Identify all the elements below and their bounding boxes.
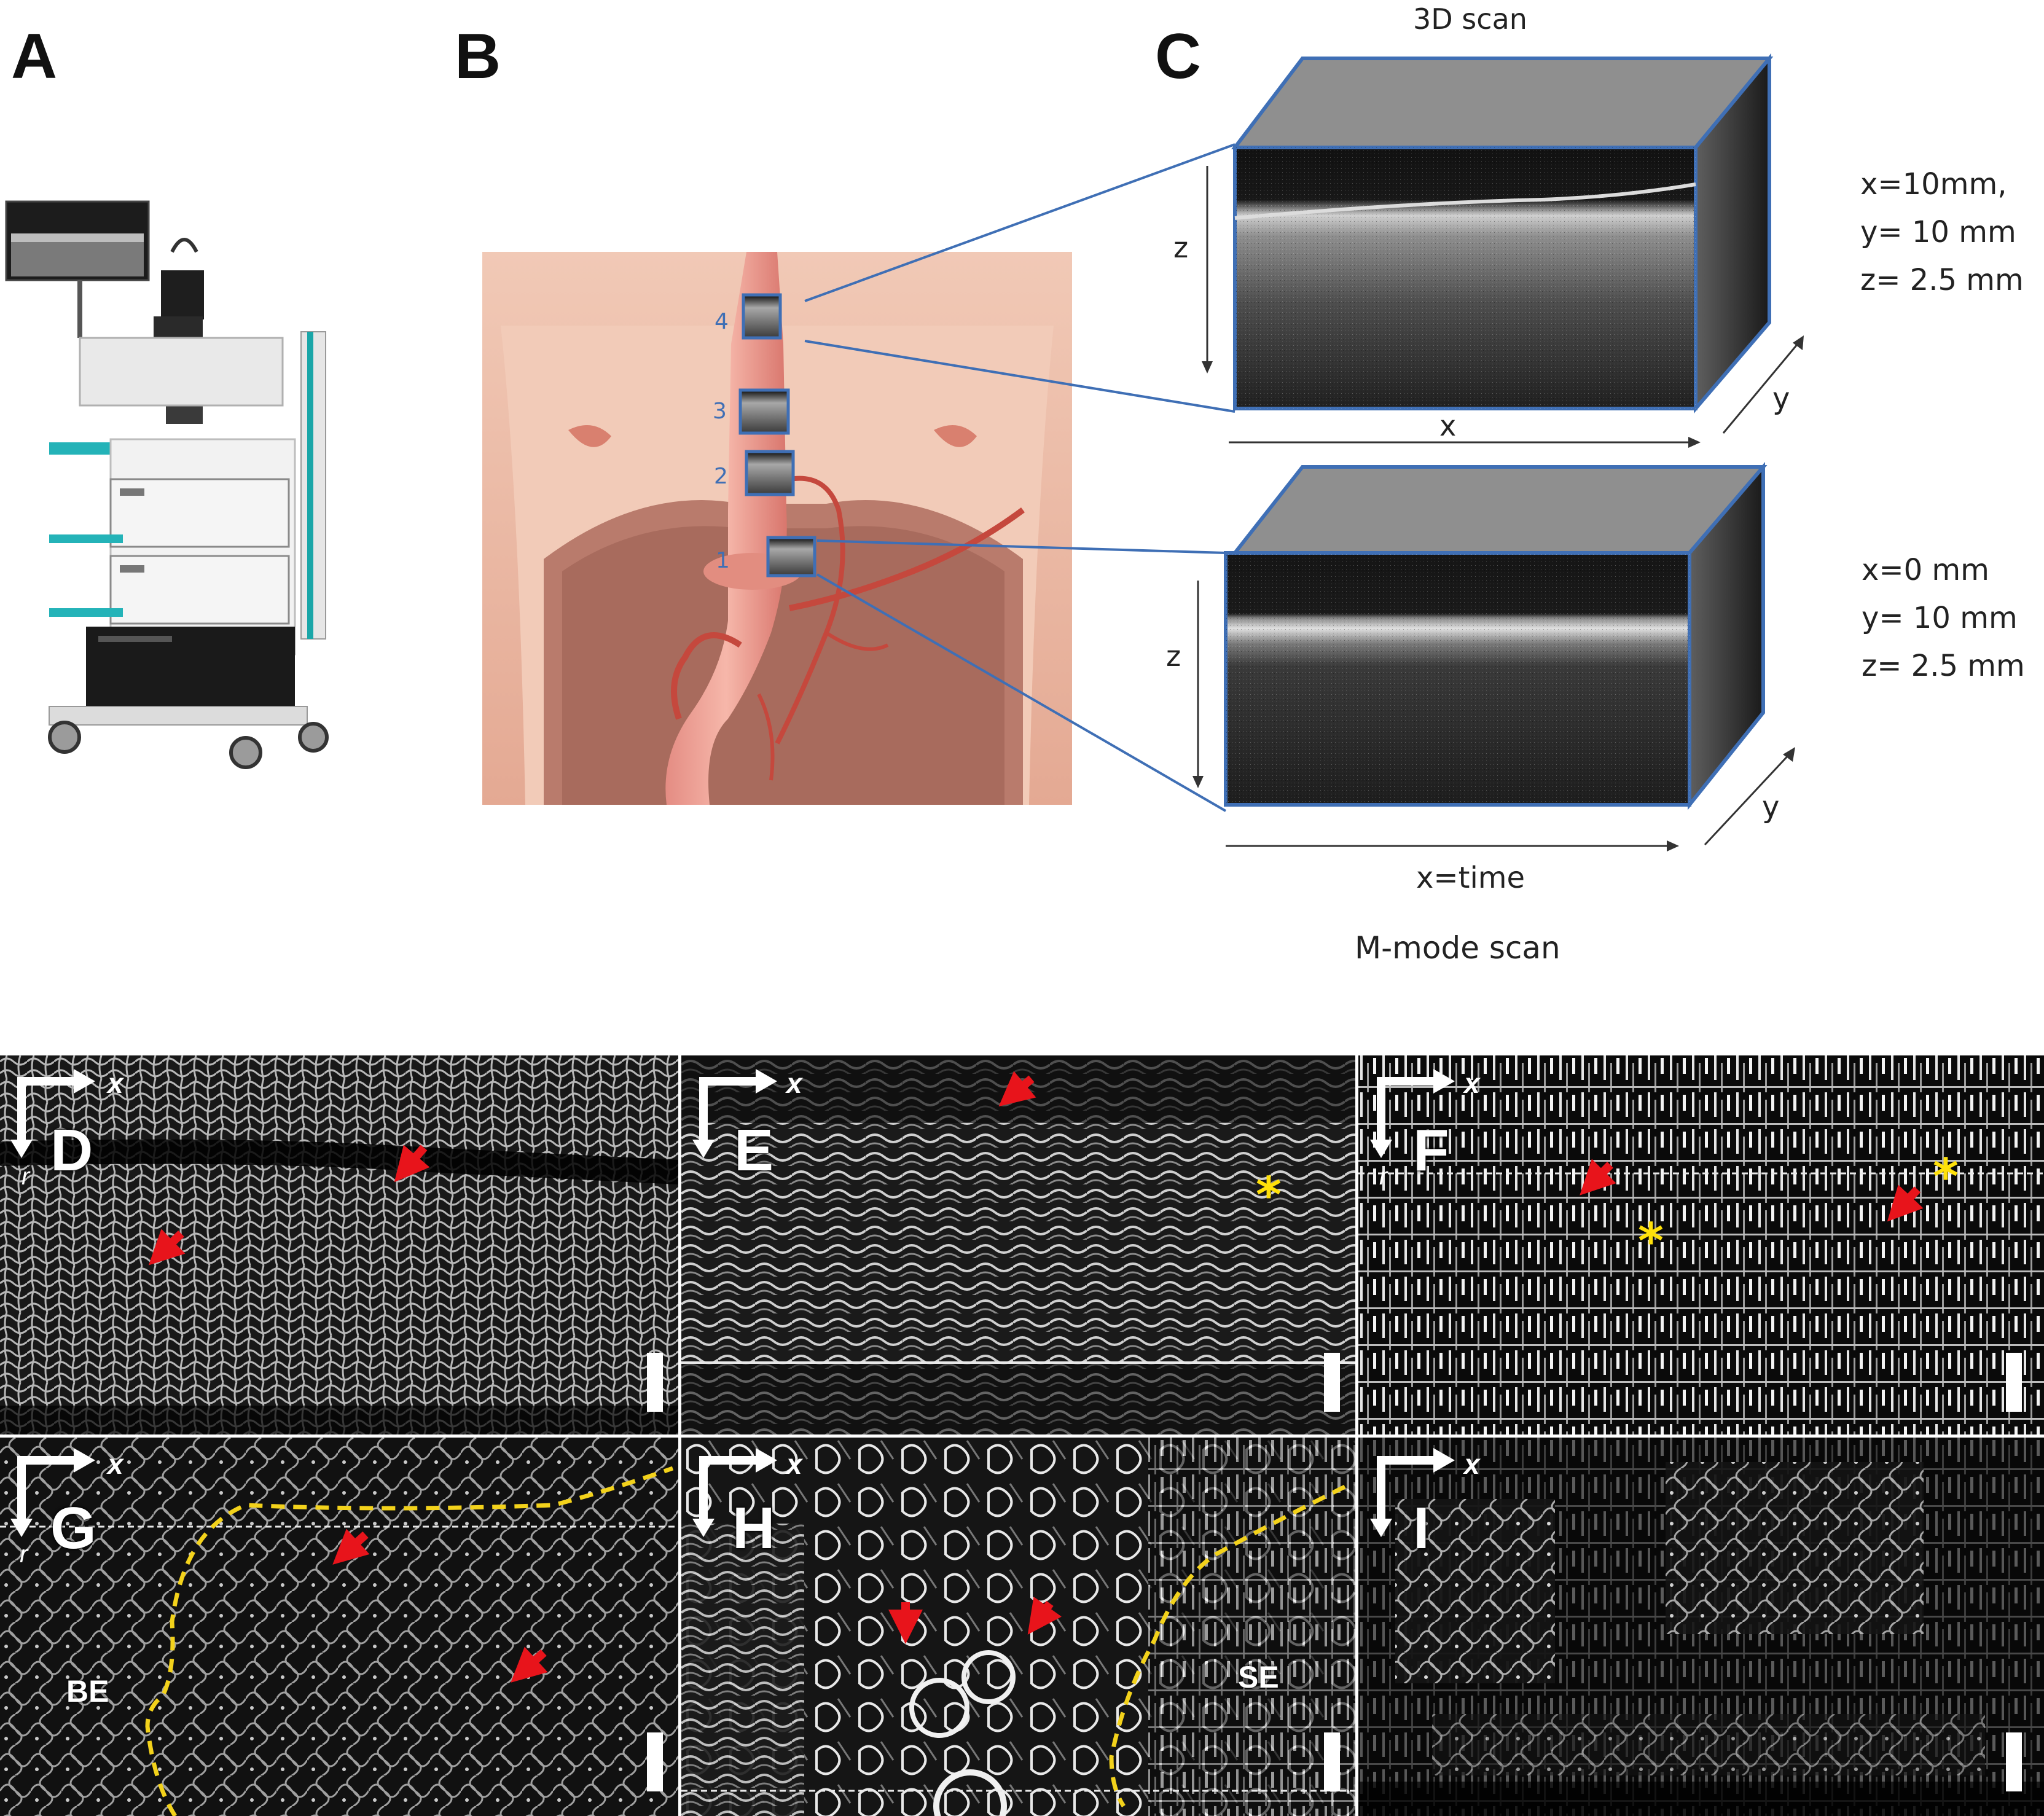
tile-d-x-label: x	[108, 1067, 123, 1099]
tile-d-r-label: r	[22, 1163, 30, 1190]
tile-h-axis-arrows	[692, 1448, 777, 1537]
top-dim-x: x=10mm,	[1860, 167, 2007, 202]
tile-g-x-label: x	[108, 1448, 123, 1480]
tile-f-r-label: r	[1379, 1163, 1388, 1190]
bottom-dim-z: z= 2.5 mm	[1862, 648, 2025, 683]
tile-f-axis-arrows	[1370, 1069, 1455, 1158]
top-dim-y: y= 10 mm	[1860, 214, 2016, 249]
tile-g-scale-bar	[647, 1732, 663, 1791]
oct-tile-g	[0, 1438, 678, 1816]
tile-i-x-label: x	[1464, 1448, 1480, 1480]
top-volume-z-label: z	[1173, 231, 1189, 264]
tile-f-x-label: x	[1464, 1067, 1480, 1099]
tile-g-be-label: BE	[66, 1674, 109, 1708]
svg-text:*: *	[1638, 1213, 1664, 1270]
oct-tile-e: *	[681, 1055, 1355, 1434]
location-label-2: 2	[714, 464, 728, 489]
tile-i-scale-bar	[2006, 1732, 2022, 1791]
oct-tile-d	[0, 1055, 678, 1434]
bottom-dim-x: x=0 mm	[1862, 553, 1989, 587]
top-volume-z-arrow	[1202, 166, 1213, 374]
top-volume-y-label: y	[1772, 382, 1790, 416]
panel-label-h: H	[732, 1495, 775, 1561]
octvolume-m-mode-scan	[1224, 461, 1768, 810]
bottom-volume-dimensions: x=0 mm y= 10 mm z= 2.5 mm	[1862, 547, 2025, 690]
panel-label-e: E	[734, 1117, 774, 1183]
octvolume-3d-scan	[1231, 53, 1774, 414]
panel-label-i: I	[1413, 1495, 1430, 1561]
bottom-volume-x-label: x=time	[1416, 861, 1525, 895]
bottom-volume-x-arrow	[1226, 840, 1679, 851]
tile-f-scale-bar	[2006, 1353, 2022, 1412]
tile-h-scale-bar	[1324, 1732, 1340, 1791]
top-volume-dimensions: x=10mm, y= 10 mm z= 2.5 mm	[1860, 161, 2024, 304]
location-label-1: 1	[716, 548, 730, 573]
panel-label-c: C	[1155, 21, 1202, 92]
oct-system-cart-illustration	[5, 200, 329, 769]
tile-g-r-label: r	[20, 1541, 28, 1568]
tile-i-axis-arrows	[1370, 1448, 1455, 1537]
tile-h-se-label: SE	[1238, 1660, 1279, 1694]
oct-tile-h	[681, 1438, 1355, 1816]
top-volume-y-arrow	[1722, 335, 1804, 434]
tile-e-scale-bar	[1324, 1353, 1340, 1412]
svg-text:*: *	[1933, 1148, 1959, 1205]
bottom-volume-caption: M-mode scan	[1355, 930, 1560, 966]
tile-g-axis-arrows	[10, 1448, 95, 1537]
bottom-volume-y-label: y	[1762, 790, 1780, 824]
esophagus-anatomy-illustration	[482, 252, 1072, 805]
bottom-dim-y: y= 10 mm	[1862, 600, 2018, 635]
bottom-volume-z-arrow	[1192, 581, 1204, 788]
panel-label-f: F	[1413, 1117, 1449, 1183]
tile-d-scale-bar	[647, 1353, 663, 1412]
bottom-volume-z-label: z	[1166, 640, 1181, 673]
tile-e-x-label: x	[786, 1067, 802, 1099]
top-volume-x-label: x	[1439, 409, 1457, 442]
svg-text:*: *	[1256, 1167, 1282, 1224]
top-volume-caption: 3D scan	[1413, 2, 1527, 36]
top-volume-x-arrow	[1229, 437, 1701, 448]
bottom-volume-y-arrow	[1704, 747, 1795, 846]
tile-d-axis-arrows	[10, 1069, 95, 1158]
tile-e-axis-arrows	[692, 1069, 777, 1158]
panel-label-d: D	[50, 1117, 93, 1183]
location-label-4: 4	[715, 309, 729, 334]
panel-label-a: A	[11, 21, 58, 92]
location-label-3: 3	[713, 399, 727, 424]
tile-h-x-label: x	[786, 1448, 802, 1480]
panel-label-b: B	[455, 21, 501, 92]
oct-tile-i	[1358, 1438, 2044, 1816]
panel-label-g: G	[50, 1495, 96, 1561]
top-dim-z: z= 2.5 mm	[1860, 262, 2024, 297]
oct-tile-f: * *	[1358, 1055, 2044, 1434]
